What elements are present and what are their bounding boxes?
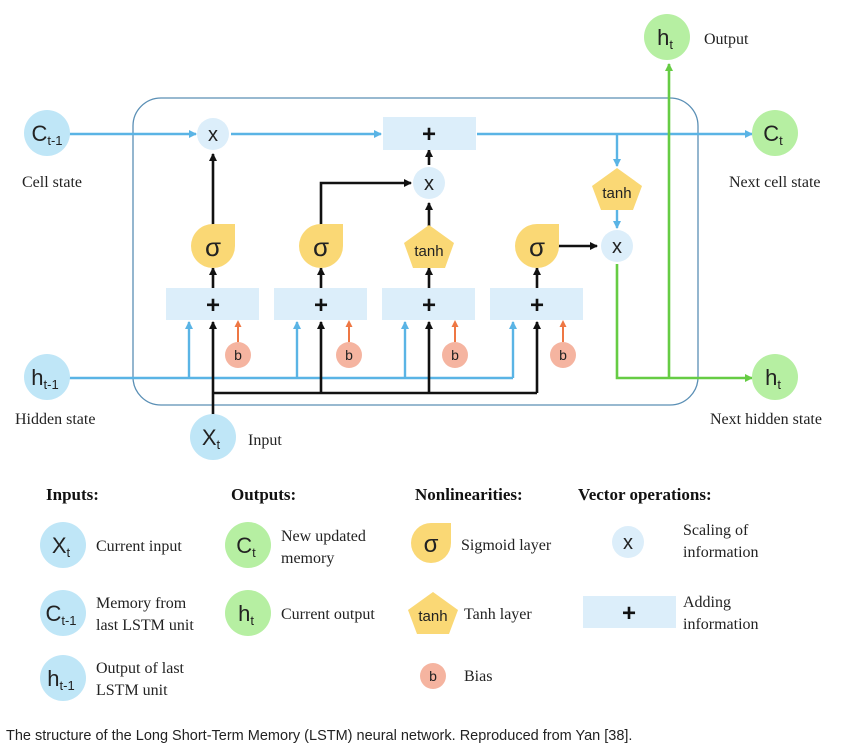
legend-input-ct-1: Ct-1 Memory from last LSTM unit: [40, 590, 194, 636]
svg-text:last LSTM unit: last LSTM unit: [96, 617, 194, 634]
svg-text:information: information: [683, 544, 759, 561]
cell-state-label: Cell state: [22, 174, 82, 191]
c-next-node: Ct: [752, 110, 798, 156]
input-sigmoid: σ: [299, 224, 343, 268]
svg-text:Ct: Ct: [763, 121, 783, 148]
forget-sigmoid: σ: [191, 224, 235, 268]
svg-text:x: x: [424, 173, 434, 195]
output-label: Output: [704, 31, 749, 48]
svg-text:+: +: [422, 292, 436, 319]
svg-text:b: b: [345, 347, 353, 363]
svg-text:Scaling of: Scaling of: [683, 522, 749, 539]
svg-text:tanh: tanh: [414, 243, 443, 260]
svg-text:Sigmoid layer: Sigmoid layer: [461, 537, 552, 554]
svg-text:σ: σ: [529, 232, 545, 262]
bias-node-2: b: [336, 342, 362, 368]
svg-text:b: b: [451, 347, 459, 363]
svg-text:tanh: tanh: [602, 185, 631, 202]
bias-node-1: b: [225, 342, 251, 368]
svg-text:Xt: Xt: [52, 533, 71, 560]
svg-text:tanh: tanh: [418, 608, 447, 625]
svg-text:σ: σ: [313, 232, 329, 262]
svg-text:σ: σ: [205, 232, 221, 262]
h-out-node: ht: [644, 14, 690, 60]
h-prev-node: ht-1: [24, 354, 70, 400]
legend-sigmoid: σ Sigmoid layer: [411, 523, 552, 563]
svg-text:σ: σ: [424, 531, 439, 558]
svg-text:ht: ht: [657, 25, 673, 52]
svg-text:Xt: Xt: [202, 425, 221, 452]
svg-text:+: +: [622, 600, 636, 627]
legend-input-xt: Xt Current input: [40, 522, 182, 568]
legend-vector-ops-header: Vector operations:: [578, 485, 712, 504]
next-hidden-line: [615, 264, 753, 382]
bias-node-4: b: [550, 342, 576, 368]
legend-output-ct: Ct New updated memory: [225, 522, 366, 568]
legend-outputs-header: Outputs:: [231, 485, 296, 504]
svg-text:New updated: New updated: [281, 528, 366, 545]
x-input-node: Xt: [190, 414, 236, 460]
svg-text:Ct-1: Ct-1: [31, 121, 62, 148]
gate1-add-op: +: [166, 288, 259, 320]
legend-inputs-header: Inputs:: [46, 485, 99, 504]
svg-text:b: b: [429, 668, 437, 684]
legend-nonlinearities-header: Nonlinearities:: [415, 485, 523, 504]
svg-text:+: +: [314, 292, 328, 319]
candidate-tanh: tanh: [404, 225, 454, 268]
svg-text:ht-1: ht-1: [47, 666, 74, 693]
legend-scaling: x Scaling of information: [612, 522, 759, 561]
legend: Inputs: Xt Current input Ct-1 Memory fro…: [40, 485, 759, 701]
gate4-add-op: +: [490, 288, 583, 320]
svg-text:LSTM unit: LSTM unit: [96, 682, 168, 699]
gate2-add-op: +: [274, 288, 367, 320]
svg-text:Current input: Current input: [96, 538, 182, 555]
svg-text:memory: memory: [281, 550, 334, 567]
input-label: Input: [248, 432, 282, 449]
input-multiply-op: x: [413, 167, 445, 199]
svg-text:x: x: [208, 124, 218, 146]
svg-text:+: +: [206, 292, 220, 319]
svg-text:+: +: [530, 292, 544, 319]
hidden-state-label: Hidden state: [15, 411, 95, 428]
svg-text:information: information: [683, 616, 759, 633]
svg-text:Bias: Bias: [464, 668, 492, 685]
legend-input-ht-1: ht-1 Output of last LSTM unit: [40, 655, 185, 701]
cell-tanh: tanh: [592, 168, 642, 210]
svg-text:x: x: [623, 532, 633, 554]
legend-output-ht: ht Current output: [225, 590, 375, 636]
svg-text:Adding: Adding: [683, 594, 731, 611]
svg-text:+: +: [422, 121, 436, 148]
legend-adding: + Adding information: [583, 594, 759, 633]
forget-multiply-op: x: [197, 118, 229, 150]
svg-text:ht: ht: [765, 365, 781, 392]
svg-text:ht: ht: [238, 601, 254, 628]
bias-node-3: b: [442, 342, 468, 368]
svg-text:Ct: Ct: [236, 533, 256, 560]
legend-bias: b Bias: [420, 663, 492, 689]
svg-text:b: b: [234, 347, 242, 363]
sigma2-to-input-mult: [319, 179, 412, 226]
svg-text:x: x: [612, 236, 622, 258]
svg-text:Ct-1: Ct-1: [45, 601, 76, 628]
h-next-node: ht: [752, 354, 798, 400]
svg-text:ht-1: ht-1: [31, 365, 58, 392]
svg-text:Output of last: Output of last: [96, 660, 185, 677]
legend-tanh: tanh Tanh layer: [408, 592, 532, 634]
next-cell-state-label: Next cell state: [729, 174, 821, 191]
cell-add-op: +: [383, 117, 476, 150]
svg-text:Memory from: Memory from: [96, 595, 187, 612]
c-prev-node: Ct-1: [24, 110, 70, 156]
next-hidden-state-label: Next hidden state: [710, 411, 822, 428]
svg-text:b: b: [559, 347, 567, 363]
svg-text:Current output: Current output: [281, 606, 375, 623]
lstm-cell-frame: [132, 97, 699, 406]
svg-text:Tanh layer: Tanh layer: [464, 606, 532, 623]
output-sigmoid: σ: [515, 224, 559, 268]
output-multiply-op: x: [601, 230, 633, 262]
figure-caption: The structure of the Long Short-Term Mem…: [6, 728, 633, 744]
gate3-add-op: +: [382, 288, 475, 320]
